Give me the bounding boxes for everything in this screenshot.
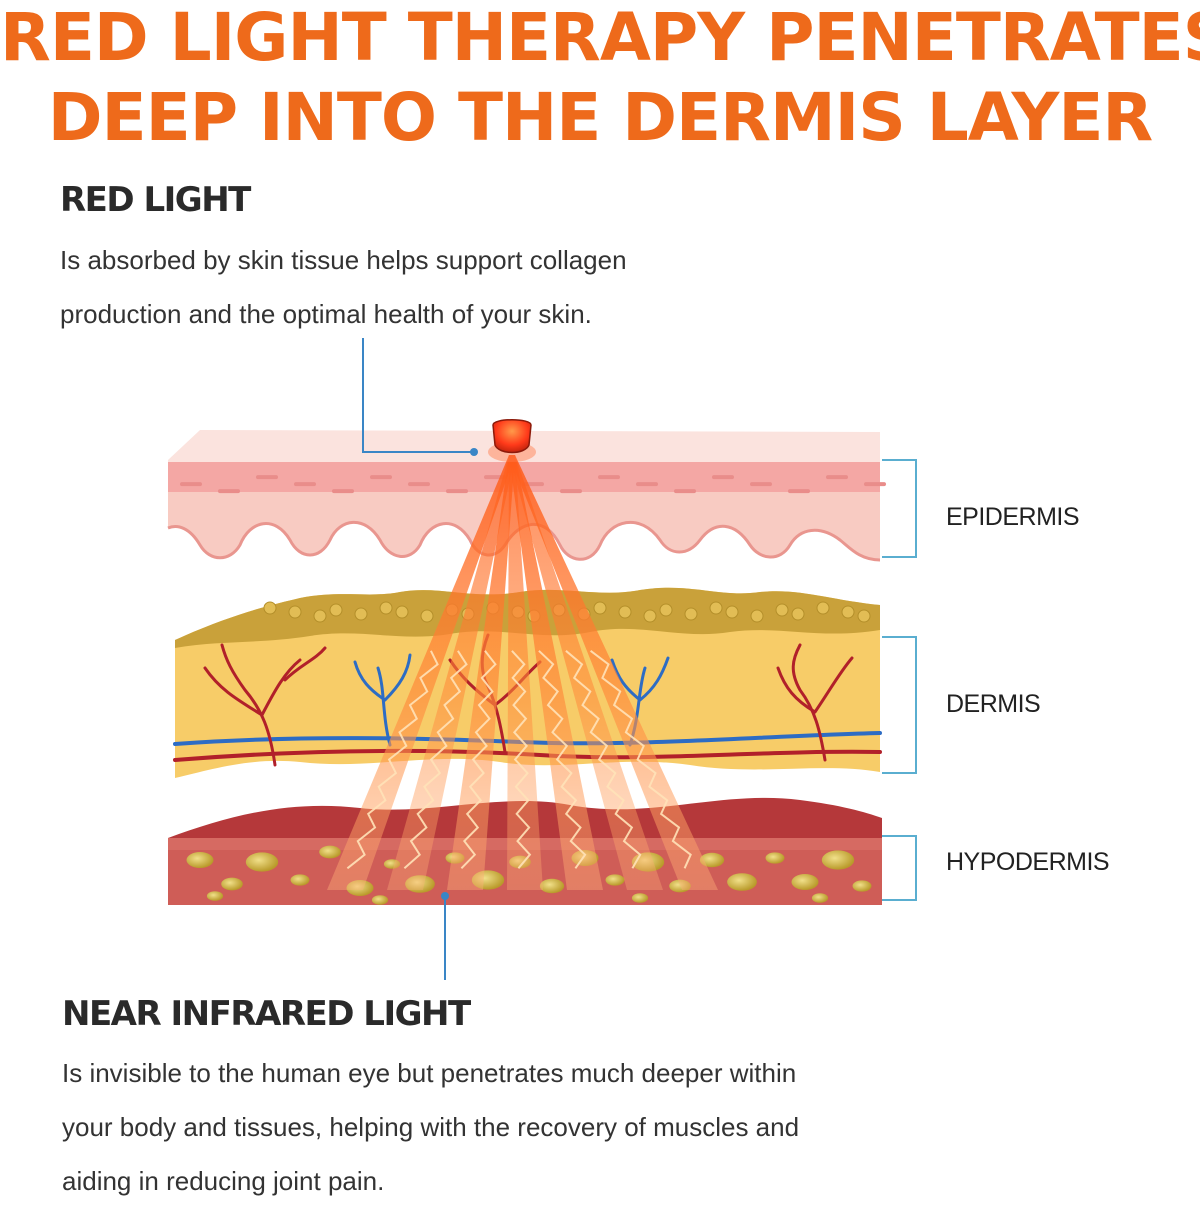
dermis-bump (791, 607, 805, 621)
epidermis-cell (180, 482, 202, 487)
red-light-body-line-1: Is absorbed by skin tissue helps support… (60, 245, 627, 275)
fat-cell (605, 874, 625, 886)
light-beams (327, 455, 718, 890)
dermis-bump (263, 601, 277, 615)
fat-cell (699, 852, 725, 868)
infrared-wave (403, 650, 468, 870)
dermis-bracket (882, 636, 917, 774)
infrared-wave (511, 650, 532, 869)
fat-cell (821, 850, 855, 870)
epidermis-cell (218, 489, 240, 494)
red-light-pointer (362, 338, 478, 456)
dermis-bump (775, 603, 789, 617)
epidermis-cell (256, 475, 278, 480)
fat-cell (206, 891, 224, 901)
light-emitter (488, 419, 536, 462)
fat-cell (371, 895, 389, 905)
epidermis-cell (560, 489, 582, 494)
dermis-bump (593, 601, 607, 615)
fat-cell (245, 852, 279, 872)
epidermis-cell (446, 489, 468, 494)
epidermis-cell (636, 482, 658, 487)
dermis-bump (354, 607, 368, 621)
infrared-wave (346, 650, 439, 870)
dermis-bump (725, 605, 739, 619)
epidermis-cell (598, 475, 620, 480)
epidermis-cell (864, 482, 886, 487)
dermis-label: DERMIS (946, 690, 1041, 718)
layer-brackets (882, 459, 917, 901)
light-beam (387, 455, 515, 890)
dermis-bump (288, 605, 302, 619)
epidermis-cell (788, 489, 810, 494)
near-infrared-pointer (441, 892, 449, 980)
dermis-bump (618, 605, 632, 619)
epidermis-cell (674, 489, 696, 494)
fat-cell (186, 852, 214, 868)
fat-cell (852, 880, 872, 892)
light-beam (507, 455, 543, 890)
epidermis-label: EPIDERMIS (946, 503, 1080, 531)
headline-line-1: RED LIGHT THERAPY PENETRATES (0, 0, 1200, 76)
dermis-bump (709, 601, 723, 615)
fat-cell (765, 852, 785, 864)
near-infrared-body-line-1: Is invisible to the human eye but penetr… (62, 1058, 797, 1088)
epidermis-cells (180, 475, 886, 494)
fat-cell (631, 893, 649, 903)
fat-cell (290, 874, 310, 886)
near-infrared-body-line-2: your body and tissues, helping with the … (62, 1112, 800, 1142)
fat-cell (811, 893, 829, 903)
red-light-body-line-2: production and the optimal health of you… (60, 299, 592, 329)
infrared-wave (565, 650, 642, 869)
red-light-title: RED LIGHT (60, 180, 251, 220)
fat-cell (221, 877, 243, 891)
light-beam (509, 455, 718, 890)
dermis-bump (420, 609, 434, 623)
light-beam (509, 455, 663, 890)
epidermis-bracket (882, 459, 917, 558)
dermis-bump (684, 607, 698, 621)
epidermis-cell (826, 475, 848, 480)
dermis-bump (395, 605, 409, 619)
epidermis-cell (750, 482, 772, 487)
dermis-bump (643, 609, 657, 623)
infrared-wave (460, 650, 497, 870)
hypodermis-bracket (882, 835, 917, 901)
dermis-bump (750, 609, 764, 623)
light-beam (447, 455, 515, 890)
hypodermis-label: HYPODERMIS (946, 848, 1110, 876)
light-beam (509, 455, 603, 890)
dermis-bump (841, 605, 855, 619)
epidermis-cell (332, 489, 354, 494)
dermis-bump (329, 603, 343, 617)
dermis-bump (659, 603, 673, 617)
light-beam (327, 455, 515, 890)
epidermis-cell (712, 475, 734, 480)
near-infrared-body-line-3: aiding in reducing joint pain. (62, 1166, 385, 1196)
fat-cell (791, 874, 819, 890)
fat-cell (539, 878, 565, 894)
dermis-bump (379, 601, 393, 615)
fat-cell (727, 873, 757, 891)
dermis-bump (816, 601, 830, 615)
dermis-bump (313, 609, 327, 623)
infrared-wave (538, 650, 587, 869)
near-infrared-title: NEAR INFRARED LIGHT (62, 994, 471, 1034)
epidermis-cell (408, 482, 430, 487)
headline-line-2: DEEP INTO THE DERMIS LAYER (47, 79, 1153, 156)
epidermis-cell (370, 475, 392, 480)
epidermis-cell (294, 482, 316, 487)
fat-cell (319, 845, 341, 859)
infrared-wave (589, 650, 692, 869)
dermis-bump (857, 609, 871, 623)
